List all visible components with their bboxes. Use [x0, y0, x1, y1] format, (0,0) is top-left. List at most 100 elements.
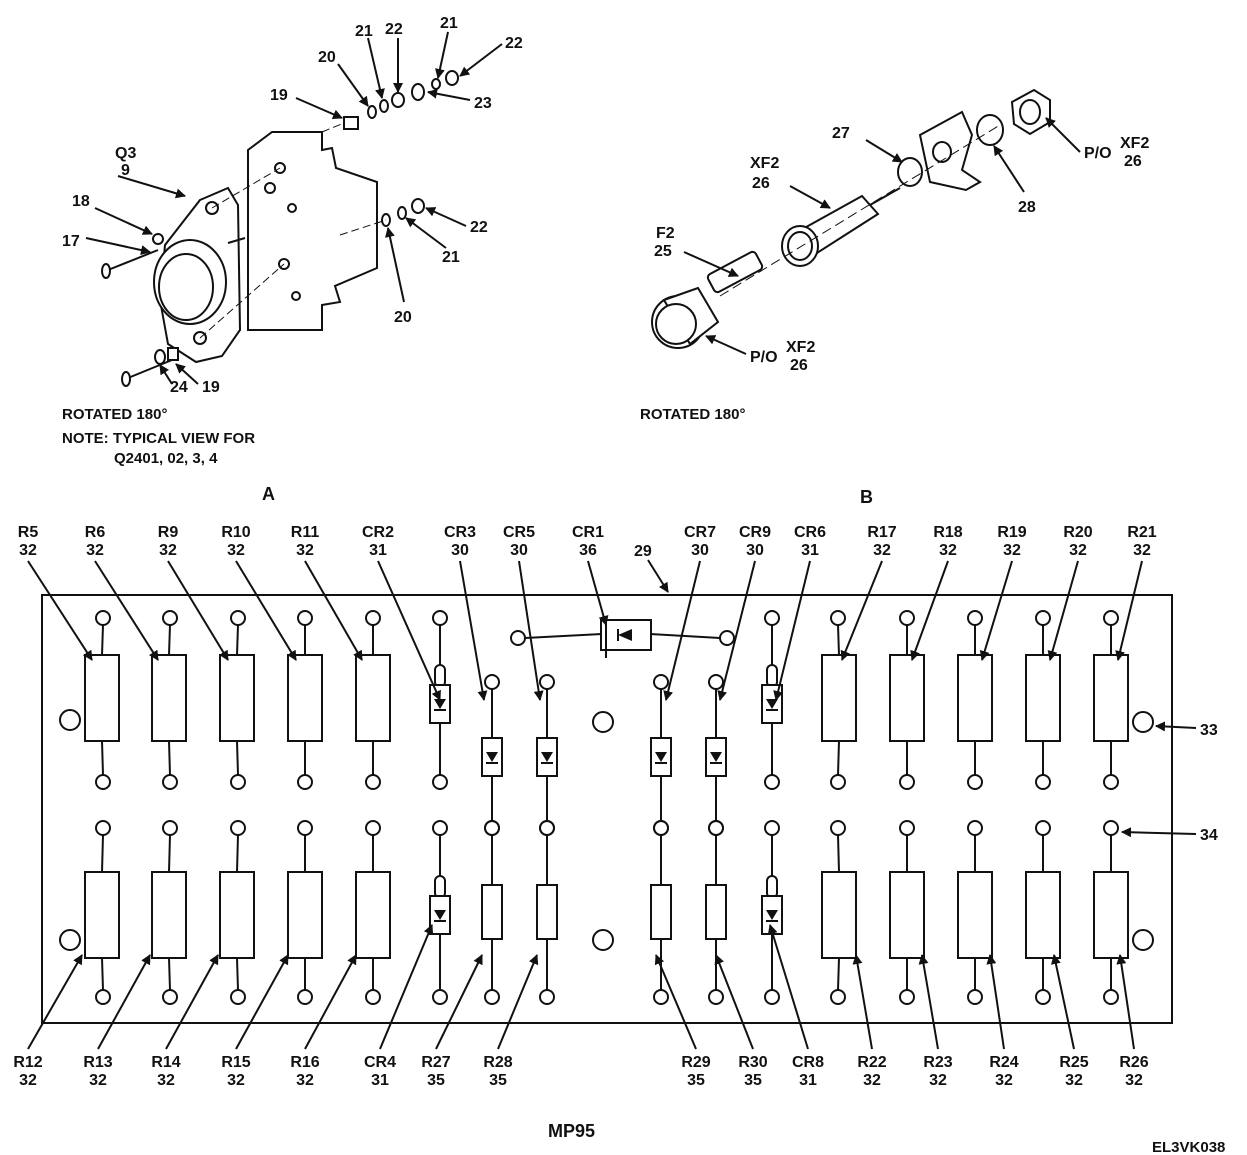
label-item: 32 — [19, 1072, 37, 1089]
callout-27: 27 — [832, 125, 850, 142]
resistor-small-2 — [536, 820, 558, 1005]
label-ref: R22 — [857, 1054, 886, 1071]
label-ref: R26 — [1119, 1054, 1148, 1071]
label-ref: CR4 — [364, 1054, 396, 1071]
resistor-bottom-left-4 — [287, 820, 323, 1005]
callout-18: 18 — [72, 193, 90, 210]
label-ref: R15 — [221, 1054, 250, 1071]
label-item: 35 — [744, 1072, 762, 1089]
label-ref: R28 — [483, 1054, 512, 1071]
label-item: 32 — [995, 1072, 1013, 1089]
label-ref: R9 — [158, 524, 179, 541]
label-ref: CR2 — [362, 524, 394, 541]
label-item: 35 — [687, 1072, 705, 1089]
callout-33: 33 — [1200, 722, 1218, 739]
callout-f2-item: 25 — [654, 243, 672, 260]
resistor-bottom-right-3 — [957, 820, 993, 1005]
diode-cr4 — [429, 820, 451, 1005]
label-ref: R18 — [933, 524, 962, 541]
board-outline — [41, 594, 1173, 1024]
diode-cr9 — [705, 674, 727, 836]
callout-f2-ref: F2 — [656, 225, 675, 242]
label-ref: R6 — [85, 524, 106, 541]
po-bottom-ref: XF2 — [786, 339, 815, 356]
diode-cr5 — [536, 674, 558, 836]
label-item: 32 — [1069, 542, 1087, 559]
view-letter-b: B — [860, 487, 873, 507]
resistor-top-left-4 — [287, 610, 323, 790]
callout-22-b: 22 — [505, 35, 523, 52]
callout-20-c: 20 — [394, 309, 412, 326]
resistor-small-4 — [705, 820, 727, 1005]
label-ref: CR9 — [739, 524, 771, 541]
resistor-bottom-right-2 — [889, 820, 925, 1005]
po-top-item: 26 — [1124, 153, 1142, 170]
label-ref: CR7 — [684, 524, 716, 541]
label-item: 32 — [873, 542, 891, 559]
label-ref: CR6 — [794, 524, 826, 541]
label-item: 32 — [1065, 1072, 1083, 1089]
resistor-top-right-2 — [889, 610, 925, 790]
po-bottom-item: 26 — [790, 357, 808, 374]
label-item: 31 — [369, 542, 387, 559]
callout-21-c: 21 — [442, 249, 460, 266]
label-item: 32 — [296, 542, 314, 559]
callout-xf2-item: 26 — [752, 175, 770, 192]
callout-q3-ref: Q3 — [115, 145, 136, 162]
callout-34: 34 — [1200, 827, 1218, 844]
callout-21-a: 21 — [355, 23, 373, 40]
label-ref: R24 — [989, 1054, 1018, 1071]
label-item: 32 — [157, 1072, 175, 1089]
label-item: 32 — [19, 542, 37, 559]
resistor-bottom-right-5 — [1093, 820, 1129, 1005]
label-ref: R19 — [997, 524, 1026, 541]
label-item: 31 — [801, 542, 819, 559]
callout-21-b: 21 — [440, 15, 458, 32]
label-item: 30 — [746, 542, 764, 559]
label-ref: R5 — [18, 524, 39, 541]
figure-b: 27 XF2 26 F2 25 28 P/O XF2 26 P/O XF2 26… — [640, 88, 1149, 507]
label-ref: R17 — [867, 524, 896, 541]
diode-cr3 — [481, 674, 503, 836]
callout-28: 28 — [1018, 199, 1036, 216]
label-item: 31 — [799, 1072, 817, 1089]
resistor-bottom-left-3 — [219, 820, 255, 1005]
resistor-bottom-right-4 — [1025, 820, 1061, 1005]
callout-xf2-ref: XF2 — [750, 155, 779, 172]
label-ref: R23 — [923, 1054, 952, 1071]
terminal-board — [41, 594, 1173, 1024]
label-ref: R20 — [1063, 524, 1092, 541]
label-item: 32 — [1133, 542, 1151, 559]
label-ref: R13 — [83, 1054, 112, 1071]
resistor-top-left-2 — [151, 610, 187, 790]
label-item: 32 — [929, 1072, 947, 1089]
callout-22-c: 22 — [470, 219, 488, 236]
label-item: 32 — [86, 542, 104, 559]
board-caption: MP95 — [548, 1121, 595, 1141]
callout-q3-item: 9 — [121, 162, 130, 179]
label-ref: CR8 — [792, 1054, 824, 1071]
resistor-bottom-left-2 — [151, 820, 187, 1005]
label-item: 32 — [863, 1072, 881, 1089]
label-item: 32 — [227, 1072, 245, 1089]
resistor-top-left-3 — [219, 610, 255, 790]
